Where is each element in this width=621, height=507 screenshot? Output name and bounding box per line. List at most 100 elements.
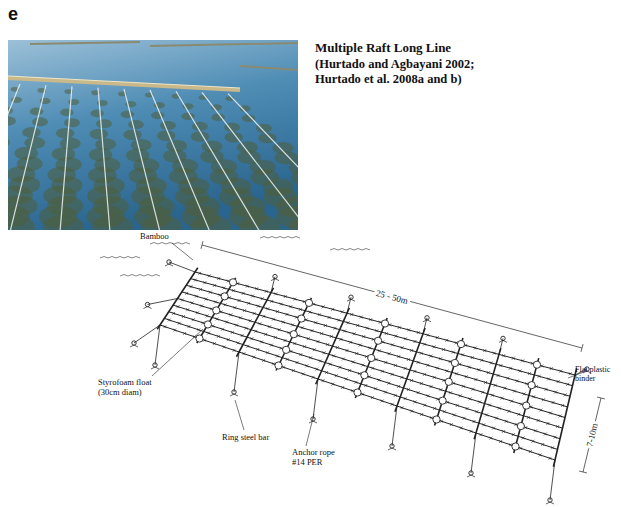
seaweed-tie	[250, 337, 253, 340]
seaweed-tie	[265, 290, 268, 293]
long-line	[176, 91, 260, 230]
seaweed-tie	[353, 332, 356, 335]
seaweed-tie	[407, 328, 410, 331]
part-label: Ring steel bar	[222, 432, 269, 442]
seaweed-tie	[461, 353, 464, 356]
ring-steel-bar	[469, 471, 473, 475]
seaweed-tie	[550, 367, 553, 370]
seaweed-tie	[252, 356, 255, 359]
seaweed-clump	[123, 130, 141, 141]
seaweed-tie	[384, 361, 387, 364]
seaweed-tie	[537, 419, 540, 422]
seaweed-tie	[168, 319, 171, 322]
seaweed-tie	[264, 333, 267, 336]
seaweed-tie	[246, 285, 249, 288]
seaweed-tie	[258, 322, 261, 325]
seaweed-tie	[484, 381, 487, 384]
seaweed-clump	[191, 131, 209, 142]
seaweed-tie	[284, 339, 287, 342]
anchor-symbol	[467, 475, 475, 477]
styrofoam-float	[298, 315, 305, 322]
seaweed-tie	[282, 321, 285, 324]
seaweed-tie	[468, 366, 471, 369]
long-line	[10, 85, 46, 230]
seaweed-tie	[251, 295, 254, 298]
photo-content	[8, 42, 298, 230]
seaweed-tie	[445, 369, 448, 372]
seaweed-tie	[420, 352, 423, 355]
seaweed-tie	[341, 386, 344, 389]
water-wave	[260, 237, 300, 239]
long-line-rope	[178, 299, 566, 418]
long-line	[98, 88, 110, 230]
seaweed-clump	[32, 117, 48, 126]
seaweed-tie	[439, 357, 442, 360]
seaweed-tie	[315, 368, 318, 371]
seaweed-tie	[261, 297, 264, 300]
seaweed-tie	[330, 335, 333, 338]
seaweed-clump	[121, 111, 134, 119]
seaweed-tie	[243, 309, 246, 312]
seaweed-tie	[443, 410, 446, 413]
seaweed-tie	[368, 346, 371, 349]
anchor-rope	[134, 325, 160, 343]
seaweed-tie	[549, 412, 552, 415]
seaweed-clump	[96, 119, 112, 128]
seaweed-tie	[324, 324, 327, 327]
seaweed-tie	[465, 375, 468, 378]
seaweed-tie	[539, 409, 542, 412]
seaweed-clump	[90, 110, 103, 118]
anchor-symbol	[230, 394, 238, 396]
seaweed-tie	[280, 303, 283, 306]
seaweed-tie	[498, 407, 501, 410]
anchor-symbol	[165, 264, 173, 266]
seaweed-tie	[385, 332, 388, 335]
seaweed-tie	[272, 318, 275, 321]
seaweed-tie	[429, 355, 432, 358]
seaweed-tie	[371, 396, 374, 399]
anchor-rope	[169, 262, 195, 272]
seaweed-tie	[293, 298, 296, 301]
seaweed-tie	[266, 351, 269, 354]
ring-steel-bar	[167, 260, 171, 264]
seaweed-tie	[217, 335, 220, 338]
seaweed-tie	[528, 372, 531, 375]
anchor-symbol	[423, 320, 431, 322]
seaweed-tie	[404, 337, 407, 340]
styrofoam-float	[528, 382, 535, 389]
seaweed-tie	[534, 429, 537, 432]
seaweed-tie	[337, 319, 340, 322]
styrofoam-float	[354, 389, 361, 396]
seaweed-tie	[561, 404, 564, 407]
seaweed-clump	[8, 116, 16, 125]
seaweed-tie	[462, 385, 465, 388]
seaweed-tie	[475, 410, 478, 413]
anchor-symbol	[347, 299, 355, 301]
styrofoam-float	[457, 341, 464, 348]
ring-steel-bar	[390, 444, 394, 448]
seaweed-tie	[350, 313, 353, 316]
dimension-label: 25 - 50m	[373, 287, 411, 306]
seaweed-tie	[521, 359, 524, 362]
seaweed-clump	[43, 215, 84, 230]
anchor-rope	[148, 299, 178, 305]
seaweed-tie	[299, 308, 302, 311]
seaweed-tie	[242, 292, 245, 295]
dimension-label: 7-10m	[584, 420, 600, 449]
styrofoam-float	[523, 402, 530, 409]
seaweed-clump	[22, 127, 40, 138]
seaweed-tie	[276, 310, 279, 313]
seaweed-tie	[513, 390, 516, 393]
seaweed-tie	[224, 303, 227, 306]
seaweed-tie	[181, 298, 184, 301]
seaweed-tie	[474, 378, 477, 381]
seaweed-tie	[436, 367, 439, 370]
panel-letter: e	[8, 4, 18, 25]
seaweed-tie	[423, 373, 426, 376]
part-label: Bamboo	[140, 231, 169, 241]
seaweed-tie	[302, 372, 305, 375]
anchor-symbol	[309, 421, 317, 423]
seaweed-tie	[242, 352, 245, 355]
citation: (Hurtado and Agbayani 2002; Hurtado et a…	[315, 57, 500, 87]
water-wave	[330, 249, 370, 251]
